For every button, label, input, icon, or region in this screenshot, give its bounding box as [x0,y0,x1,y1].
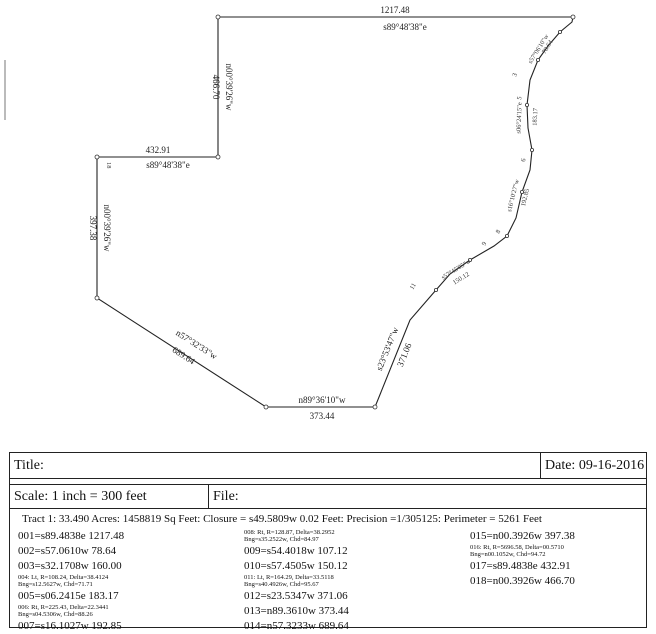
course-entry: 014=n57.3233w 689.64 [244,620,349,632]
left-bearing-label: n00°39'26"w [102,205,112,252]
title-row: Title: Date: 09-16-2016 [10,453,646,479]
course-entry: 010=s57.4505w 150.12 [244,560,348,572]
curve-data-line: 016: Rt, R=5696.58, Delta=00.5710 [470,544,564,551]
course-column-3: 015=n00.3926w 397.38 016: Rt, R=5696.58, … [470,529,575,589]
upper-left-distance-label: 466.70 [211,75,221,100]
curve-data-line: 011: Lt, R=164.29, Delta=33.5118 [244,574,334,581]
point-number-11: 11 [409,282,418,291]
top-distance-label: 1217.48 [380,5,410,15]
left-distance-label: 397.38 [88,216,98,241]
course-entry: 015=n00.3926w 397.38 [470,530,575,542]
plat-drawing: 1217.48 s89°48'38"e n00°39'26"w 466.70 4… [4,5,576,421]
point-number-9: 9 [481,241,489,247]
point-number-8: 8 [495,229,503,235]
course-entry: 012=s23.5347w 371.06 [244,590,348,602]
course-column-1: 001=s89.4838e 1217.48 002=s57.0610w 78.64… [18,529,124,634]
bottom-bearing-label: n89°36'10"w [299,395,346,405]
segment-c-distance: 183.17 [532,107,540,126]
course-entry: 017=s89.4838e 432.91 [470,560,571,572]
curve-bearing-line: Bng=s12.5627w, Chd=71.71 [18,581,93,588]
course-entry: 002=s57.0610w 78.64 [18,545,117,557]
curve-bearing-line: Bng=s40.4926w, Chd=95.67 [244,581,319,588]
upper-left-bearing-label: n00°39'26"w [224,64,234,111]
top-bearing-label: s89°48'38"e [383,22,426,32]
tract-boundary [96,16,574,408]
point-number-5: 5 [516,96,523,100]
course-entry: 005=s06.2415e 183.17 [18,590,119,602]
curve-bearing-line: Bng=n00.1052w, Chd=94.72 [470,551,546,558]
date-field: Date: 09-16-2016 [540,453,648,478]
curve-data-line: 004: Lt, R=108.24, Delta=38.4124 [18,574,109,581]
course-entry: 009=s54.4018w 107.12 [244,545,348,557]
segment-d-distance: 192.85 [520,188,531,207]
scale-field: Scale: 1 inch = 300 feet [14,488,147,504]
tract-summary: Tract 1: 33.490 Acres: 1458819 Sq Feet: … [22,513,542,525]
plat-info-block: Title: Date: 09-16-2016 Scale: 1 inch = … [9,452,647,632]
boundary-vertices [94,14,576,410]
lower-right-distance-label: 371.06 [395,341,414,368]
point-number-3: 3 [511,72,519,77]
course-entry: 013=n89.3610w 373.44 [244,605,349,617]
point-number-18: 18 [105,162,112,169]
course-entry: 007=s16.1027w 192.85 [18,620,122,632]
curve-bearing-line: Bng=s35.2522w, Chd=84.97 [244,536,319,543]
point-number-6: 6 [520,157,528,162]
scale-row: Scale: 1 inch = 300 feet File: [10,484,646,509]
curve-bearing-line: Bng=s04.5306w, Chd=88.26 [18,611,93,618]
title-field: Title: [14,457,44,473]
course-entry: 003=s32.1708w 160.00 [18,560,122,572]
course-entry: 001=s89.4838e 1217.48 [18,530,125,542]
course-entry: 018=n00.3926w 466.70 [470,575,575,587]
mid-bearing-label: s89°48'38"e [146,160,189,170]
segment-c-bearing: s06°24'15"e [515,102,523,134]
curve-data-line: 008: Rt, R=128.87, Delta=38.2952 [244,529,335,536]
bottom-distance-label: 373.44 [310,411,335,421]
mid-distance-label: 432.91 [146,145,171,155]
file-field: File: [208,485,648,508]
curve-data-line: 006: Rt, R=225.43, Delta=22.3441 [18,604,109,611]
